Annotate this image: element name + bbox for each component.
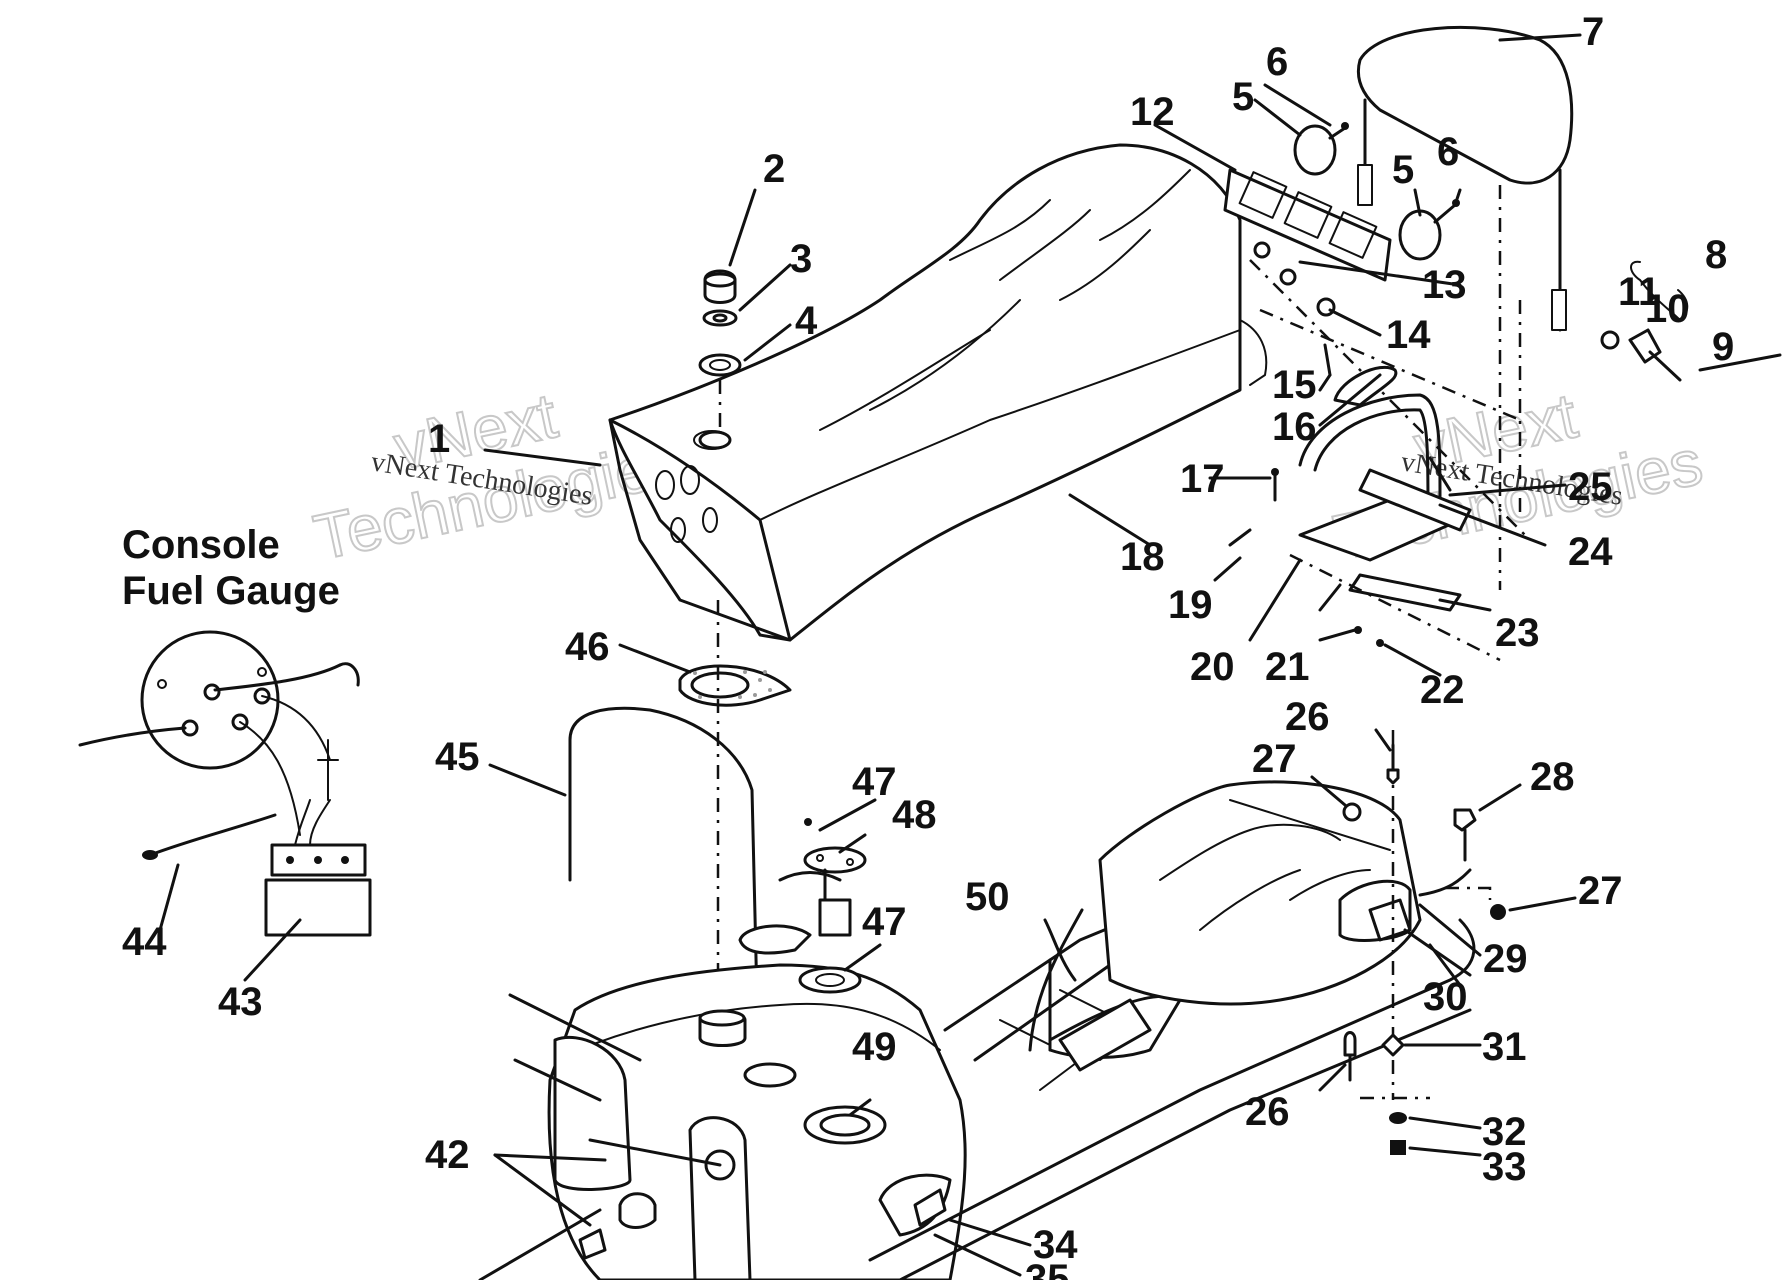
fuel-sending-unit [738, 818, 867, 994]
callout-numbers: 1 2 3 4 5 5 6 6 7 8 9 10 11 12 13 14 15 … [122, 10, 1734, 1280]
callout-27a: 27 [1252, 737, 1297, 781]
callout-50: 50 [965, 875, 1010, 919]
callout-31: 31 [1482, 1025, 1527, 1069]
watermark-left: vNext Technologies vNext Technologies [307, 378, 689, 574]
callout-7: 7 [1582, 10, 1604, 54]
callout-8: 8 [1705, 233, 1727, 277]
callout-23: 23 [1495, 611, 1540, 655]
fuel-cap-parts [698, 269, 742, 450]
callout-33: 33 [1482, 1145, 1527, 1189]
callout-16: 16 [1272, 405, 1317, 449]
tank-fittings [878, 1173, 952, 1237]
callout-46: 46 [565, 625, 610, 669]
callout-26b: 26 [1245, 1090, 1290, 1134]
fuel-tank [478, 963, 967, 1280]
callout-6a: 6 [1266, 40, 1288, 84]
seat-latch-hardware [1228, 241, 1531, 662]
callout-21: 21 [1265, 645, 1310, 689]
seat-assembly [608, 143, 1268, 642]
callout-3: 3 [790, 237, 812, 281]
callout-47b: 47 [862, 900, 907, 944]
callout-14: 14 [1386, 313, 1431, 357]
callout-15: 15 [1272, 363, 1317, 407]
callout-17: 17 [1180, 457, 1225, 501]
callout-26a: 26 [1285, 695, 1330, 739]
callout-10: 10 [1645, 287, 1690, 331]
fuel-line [568, 706, 759, 1002]
callout-32: 32 [1482, 1110, 1527, 1154]
callout-25: 25 [1568, 465, 1613, 509]
callout-29: 29 [1483, 937, 1528, 981]
callout-28: 28 [1530, 755, 1575, 799]
callout-34: 34 [1033, 1223, 1078, 1267]
callout-9: 9 [1712, 325, 1734, 369]
callout-45: 45 [435, 735, 480, 779]
console-title-line1: Console [122, 523, 280, 567]
callout-1: 1 [428, 417, 450, 461]
rear-hardware [1342, 730, 1506, 1155]
callout-13: 13 [1422, 263, 1467, 307]
callout-22: 22 [1420, 668, 1465, 712]
callout-48: 48 [892, 793, 937, 837]
console-title-line2: Fuel Gauge [122, 569, 340, 613]
callout-20: 20 [1190, 645, 1235, 689]
callout-44: 44 [122, 920, 167, 964]
callout-43: 43 [218, 980, 263, 1024]
callout-18: 18 [1120, 535, 1165, 579]
seat-strap-plate [1223, 168, 1392, 282]
leader-lines [158, 33, 1782, 1277]
callout-47a: 47 [852, 760, 897, 804]
callout-4: 4 [795, 299, 818, 343]
callout-6b: 6 [1437, 130, 1459, 174]
callout-5b: 5 [1392, 148, 1414, 192]
callout-2: 2 [763, 147, 785, 191]
fuel-line-50 [1028, 908, 1084, 1052]
callout-30: 30 [1423, 975, 1468, 1019]
backrest [1356, 25, 1574, 590]
callout-49: 49 [852, 1025, 897, 1069]
gasket [678, 600, 792, 1020]
callout-24: 24 [1568, 530, 1613, 574]
backrest-hardware [1293, 122, 1689, 382]
callout-11: 11 [1618, 270, 1660, 314]
callout-12: 12 [1130, 90, 1175, 134]
callout-42: 42 [425, 1133, 470, 1177]
callout-5a: 5 [1232, 75, 1254, 119]
callout-35: 35 [1025, 1257, 1070, 1280]
callout-27b: 27 [1578, 869, 1623, 913]
console-fuel-gauge-inset: Console Fuel Gauge [78, 523, 372, 937]
callout-19: 19 [1168, 583, 1213, 627]
